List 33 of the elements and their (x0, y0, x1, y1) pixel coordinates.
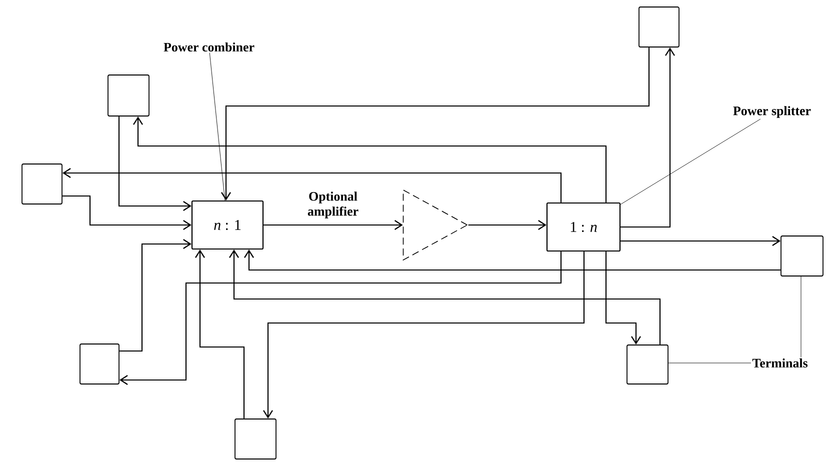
signal-arrow (119, 252, 562, 385)
terminal-box (80, 344, 120, 384)
signal-arrow (263, 252, 585, 419)
callout-label: Power splitter (733, 106, 811, 118)
terminal-box (780, 236, 824, 276)
signal-arrow (468, 220, 546, 230)
callout-label: Terminals (752, 358, 808, 368)
leader-line (209, 52, 226, 201)
signal-arrow (62, 168, 562, 202)
leader-line (800, 276, 802, 358)
signal-arrow (264, 220, 403, 230)
terminal-box (626, 344, 668, 384)
signal-arrow (119, 239, 192, 352)
amplifier-label: Optional amplifier (308, 192, 358, 218)
signal-arrow (118, 116, 192, 211)
signal-arrow (605, 252, 641, 345)
signal-arrow (133, 116, 607, 202)
terminal-box (638, 6, 680, 48)
signal-arrow (195, 250, 245, 419)
signal-arrow (244, 250, 781, 271)
terminal-box (108, 74, 150, 116)
leader-line (668, 362, 752, 364)
signal-arrow (620, 47, 675, 228)
ratio-box: n : 1 (191, 200, 264, 250)
signal-arrow (620, 236, 781, 246)
signal-arrow (221, 47, 650, 200)
signal-arrow (229, 250, 661, 345)
signal-arrow (62, 195, 192, 230)
terminal-box (234, 418, 276, 460)
callout-label: Power combiner (164, 42, 254, 52)
leader-line (620, 118, 761, 205)
ratio-box: 1 : n (546, 202, 621, 252)
terminal-box (22, 164, 62, 204)
